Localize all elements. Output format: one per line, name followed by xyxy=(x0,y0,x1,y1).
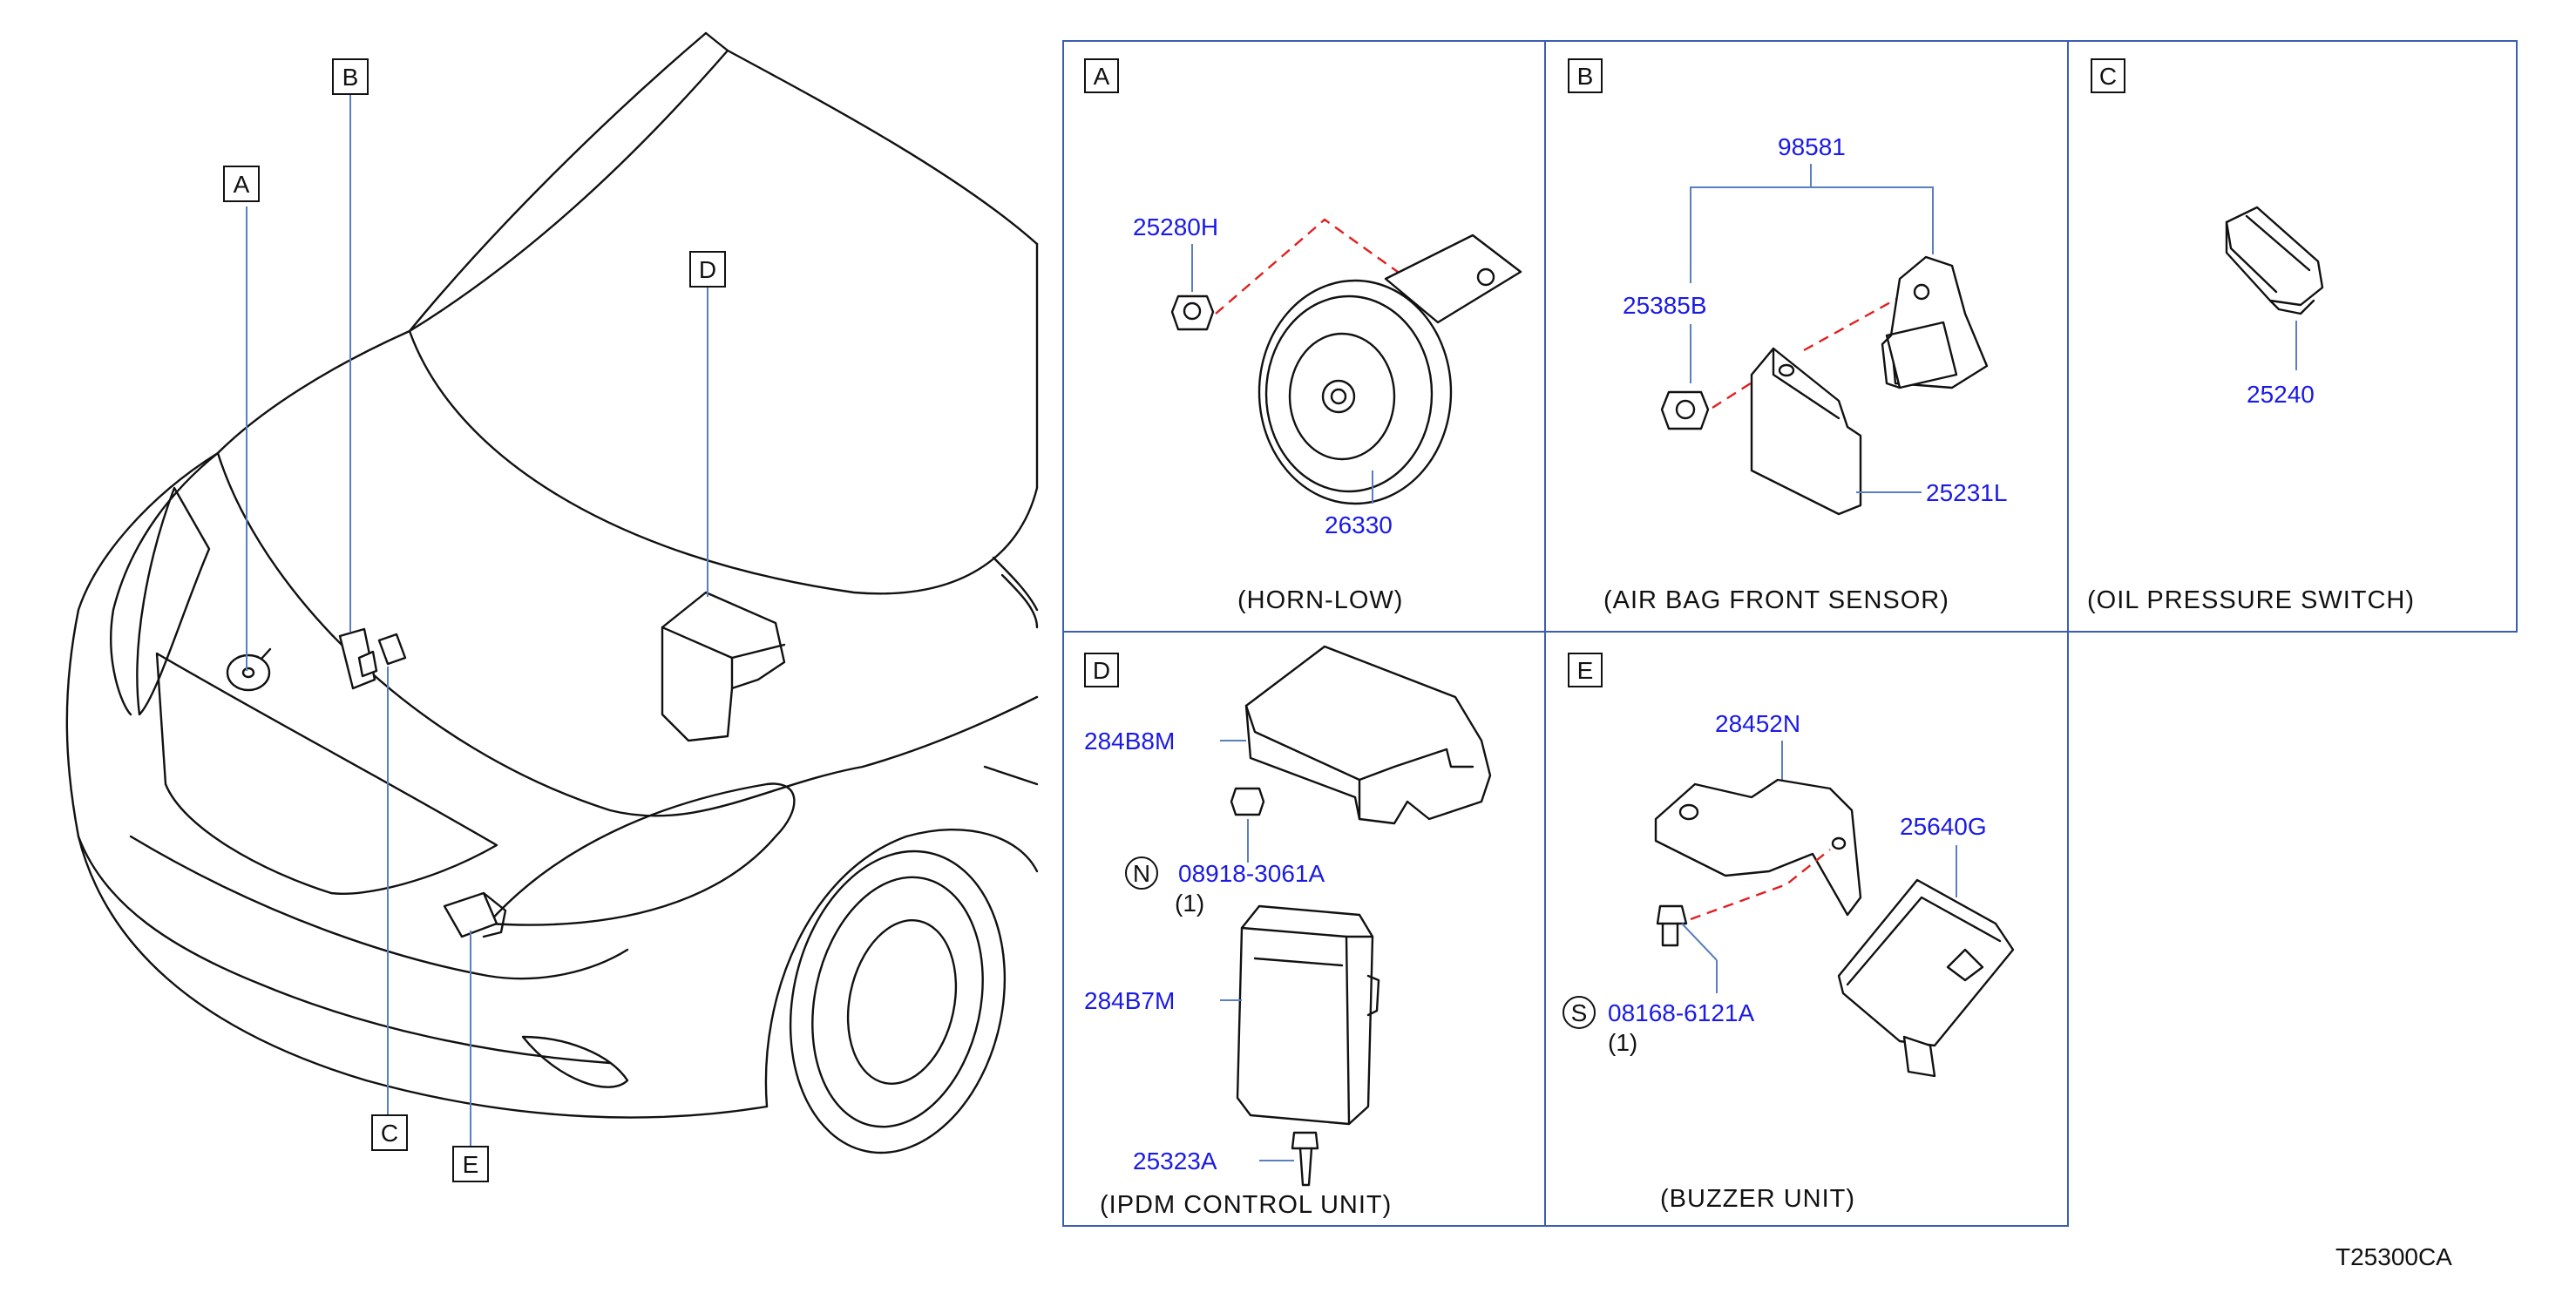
car-front-drawing xyxy=(65,31,1039,1154)
svg-text:S: S xyxy=(1571,999,1588,1026)
nut-08918-drawing xyxy=(1230,787,1265,816)
overview-callout-b[interactable]: B xyxy=(332,58,369,95)
overview-oil-switch-icon xyxy=(377,633,407,666)
part-25323a-label[interactable]: 25323A xyxy=(1133,1147,1217,1175)
svg-text:E: E xyxy=(1577,657,1594,684)
svg-text:D: D xyxy=(699,256,716,283)
nut-25280h-drawing xyxy=(1170,294,1215,331)
module-284b7m-drawing xyxy=(1236,904,1380,1126)
cover-284b8m-drawing xyxy=(1244,645,1492,825)
qty-08918-label: (1) xyxy=(1175,890,1204,917)
bracket-28452n-drawing xyxy=(1654,778,1862,917)
part-25280h-label[interactable]: 25280H xyxy=(1133,213,1218,240)
panel-c-caption: (OIL PRESSURE SWITCH) xyxy=(2087,586,2415,614)
panel-d-letter-box: D xyxy=(1084,653,1119,687)
part-284b8m-label[interactable]: 284B8M xyxy=(1084,728,1175,755)
overview-callout-a[interactable]: A xyxy=(223,166,260,202)
panel-d: D 284B8M N 08918-3061A (1) 284B7M xyxy=(1084,645,1492,1219)
symbol-n: N xyxy=(1125,856,1158,890)
nut-25385b-drawing xyxy=(1660,390,1710,430)
svg-text:B: B xyxy=(342,64,359,91)
symbol-s: S xyxy=(1563,996,1596,1029)
overview-callout-e[interactable]: E xyxy=(452,1146,489,1182)
part-25240-label[interactable]: 25240 xyxy=(2247,381,2315,408)
panel-e: E 28452N S 08168-6121A (1) 25640G xyxy=(1563,653,2015,1213)
svg-text:D: D xyxy=(1093,657,1110,684)
diagram-id-label: T25300CA xyxy=(2335,1243,2452,1270)
part-25385b-label[interactable]: 25385B xyxy=(1623,292,1707,319)
overview-ipdm-icon xyxy=(661,591,786,742)
bolt-08168-drawing xyxy=(1656,904,1688,947)
svg-text:E: E xyxy=(463,1151,479,1178)
buzzer-25640g-drawing xyxy=(1837,878,2015,1078)
part-25640g-label[interactable]: 25640G xyxy=(1900,813,1987,840)
overview-airbag-sensor-icon xyxy=(338,627,378,690)
panel-c-border xyxy=(2067,40,2518,633)
panel-b: B 98581 25385B 25231L (AIR BAG FRONT SEN… xyxy=(1568,58,2007,614)
panel-b-letter-box: B xyxy=(1568,58,1603,93)
panel-a-caption: (HORN-LOW) xyxy=(1237,586,1403,614)
svg-text:A: A xyxy=(1094,63,1110,90)
part-98581-label[interactable]: 98581 xyxy=(1778,133,1846,160)
panel-a: A 25280H 26330 (HORN-LOW) xyxy=(1084,58,1522,614)
panel-c: C 25240 (OIL PRESSURE SWITCH) xyxy=(2087,58,2415,614)
part-26330-label[interactable]: 26330 xyxy=(1325,511,1393,538)
svg-text:C: C xyxy=(381,1120,398,1147)
part-284b7m-label[interactable]: 284B7M xyxy=(1084,987,1175,1014)
part-08918-3061a-label[interactable]: 08918-3061A xyxy=(1178,860,1325,887)
panel-b-caption: (AIR BAG FRONT SENSOR) xyxy=(1603,586,1949,614)
horn-26330-drawing xyxy=(1257,234,1522,505)
part-08168-6121a-label[interactable]: 08168-6121A xyxy=(1608,999,1754,1026)
sensor-98581-drawing xyxy=(1881,255,1989,389)
overview-callout-d[interactable]: D xyxy=(689,251,726,288)
qty-08168-label: (1) xyxy=(1608,1029,1637,1056)
panel-e-caption: (BUZZER UNIT) xyxy=(1660,1185,1855,1213)
panel-e-letter-box: E xyxy=(1568,653,1603,687)
oil-switch-25240-drawing xyxy=(2225,206,2324,315)
panel-c-letter-box: C xyxy=(2091,58,2125,93)
panel-a-letter-box: A xyxy=(1084,58,1119,93)
svg-text:N: N xyxy=(1133,860,1150,887)
bolt-25323a-drawing xyxy=(1291,1131,1319,1187)
part-25231l-label[interactable]: 25231L xyxy=(1926,479,2007,506)
part-28452n-label[interactable]: 28452N xyxy=(1715,710,1800,737)
panel-d-caption: (IPDM CONTROL UNIT) xyxy=(1100,1191,1392,1219)
panel-b-border xyxy=(1544,40,2069,633)
svg-text:C: C xyxy=(2099,63,2117,90)
svg-text:B: B xyxy=(1577,63,1594,90)
overview-buzzer-icon xyxy=(443,891,507,938)
bracket-25231l-drawing xyxy=(1750,347,1862,516)
overview-horn-icon xyxy=(226,647,272,692)
overview-callout-c[interactable]: C xyxy=(371,1114,408,1151)
svg-text:A: A xyxy=(234,171,250,198)
panel-e-border xyxy=(1544,631,2069,1227)
